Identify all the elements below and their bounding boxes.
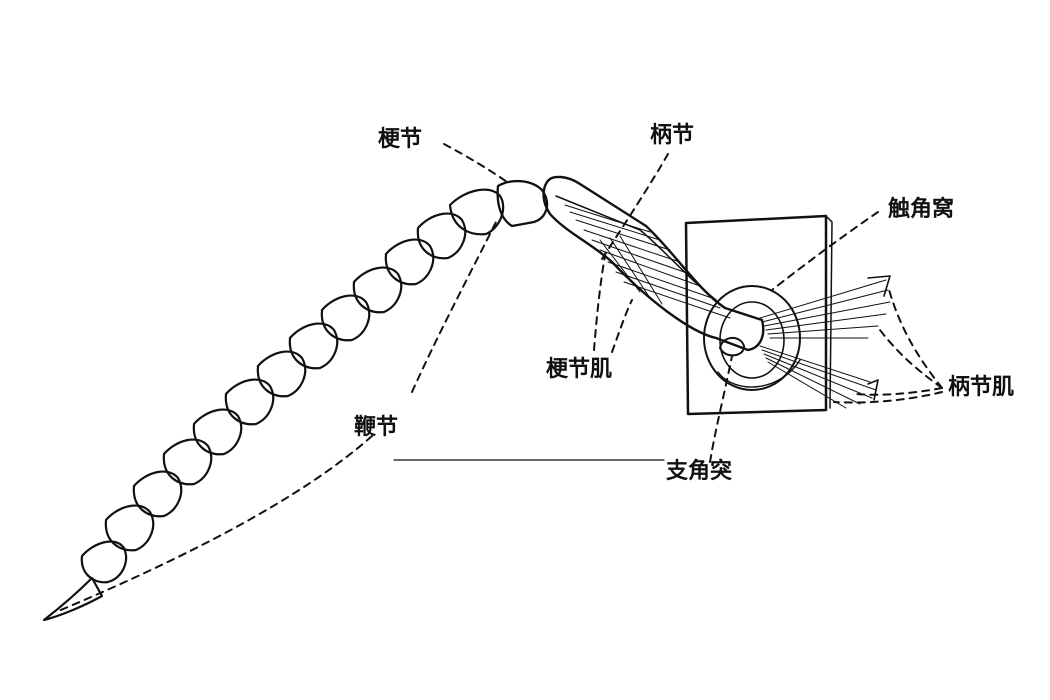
label-flagellum: 鞭节 bbox=[354, 414, 399, 440]
leader-flagellum-a bbox=[411, 221, 497, 393]
leader-pedicel bbox=[443, 143, 511, 185]
leader-socket bbox=[771, 211, 879, 291]
leader-antennifer bbox=[709, 355, 733, 463]
label-pedicel-muscle: 梗节肌 bbox=[546, 356, 613, 382]
leader-pedicel-muscle-b bbox=[611, 299, 633, 353]
leader-lines bbox=[55, 143, 943, 613]
pedicel-muscle-fibers bbox=[564, 204, 731, 319]
leader-flagellum-b bbox=[55, 435, 373, 613]
label-scape-muscle: 柄节肌 bbox=[948, 374, 1015, 400]
leader-scape-muscle-4 bbox=[833, 391, 943, 404]
label-pedicel: 梗节 bbox=[378, 126, 423, 152]
leader-scape-muscle-3 bbox=[855, 387, 943, 396]
head-capsule bbox=[684, 214, 833, 416]
leader-scape-muscle-1 bbox=[887, 285, 943, 389]
scape-muscle-fibers bbox=[759, 275, 891, 409]
label-scape: 柄节 bbox=[650, 122, 695, 148]
pedicel-segment bbox=[496, 179, 549, 228]
flagellum-segments bbox=[42, 188, 505, 622]
leader-pedicel-muscle-a bbox=[593, 249, 607, 351]
label-antennifer: 支角突 bbox=[666, 458, 733, 484]
label-antennal-socket: 触角窝 bbox=[888, 196, 955, 222]
leader-scape-muscle-2 bbox=[879, 329, 943, 389]
leader-scape bbox=[599, 153, 669, 263]
scape-segment bbox=[542, 175, 765, 352]
